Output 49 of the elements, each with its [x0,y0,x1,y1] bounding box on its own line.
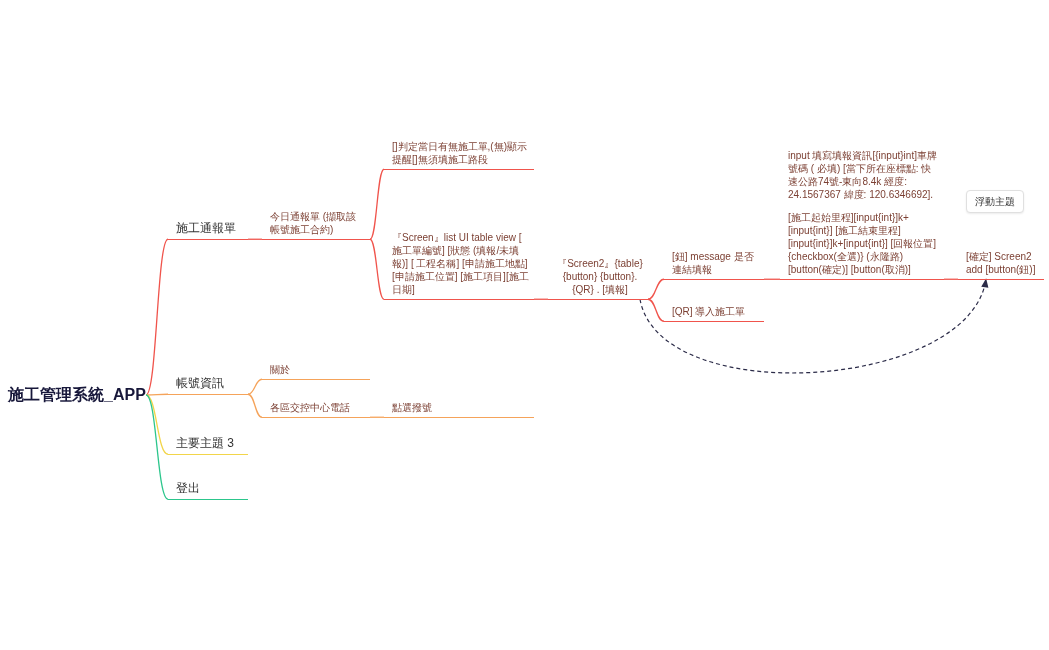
topic-label: 帳號資訊 [176,376,225,391]
branch-line [943,278,959,280]
branch-line [145,393,169,396]
topic-label: [確定] Screen2 add [button(鈕)] [966,250,1037,276]
main-topic [168,436,248,455]
central-topic: 施工管理系統_APP [8,385,146,405]
branch-line [647,278,665,300]
topic-label: 關於 [270,363,291,376]
topic-label: [施工起始里程][input{int}]k+[input{int}] [施工結束里程][input{int}]k+[input{int}] [回報位置] {checkbox(全選)} (永隆路) [button(確定)] [button(取消)] [788,211,938,276]
topic-label: 『Screen2』{table} {button} {button}. {QR} . [填報] [556,257,644,296]
branch-line [763,278,781,280]
branch-line [533,298,549,300]
subtopic [262,210,370,240]
topic-label: 各區交控中心電話 [270,401,351,414]
subtopic [958,250,1044,280]
branch-line [369,168,385,240]
floating-topic [966,190,1024,213]
subtopic [548,257,648,300]
branch-line [247,393,263,418]
topic-label: input 填寫填報資訊[{input}int]車牌號碼 ( 必填) [當下所在座標點: 快速公路74號-東向8.4k 經度: 24.1567367 緯度: 120.6346692]. [788,149,938,201]
topic-label: 『Screen』list UI table view [ 施工單編號] [狀態 (填報/未填報)] [ 工程名稱] [申請施工地點][申請施工位置] [施工項目][施工日期] [392,231,530,296]
topic-label: [鈕] message 是否連結填報 [672,250,755,276]
subtopic [664,305,764,322]
branch-line [647,298,665,322]
branch-line [145,394,169,500]
arrow [639,278,987,374]
subtopic [664,250,764,280]
topic-label: 浮動主題 [975,195,1015,208]
subtopic [384,140,534,170]
main-topic [168,221,248,240]
branch-line [247,238,263,240]
topic-label: 施工通報單 [176,221,237,236]
topic-label: []判定當日有無施工單,(無)顯示提醒[]無須填施工路段 [392,140,528,166]
subtopic [262,401,370,418]
topic-label: 主要主題 3 [176,436,235,451]
subtopic [262,363,370,380]
branch-line [145,394,169,455]
main-topic [168,481,248,500]
topic-label: 點選撥號 [392,401,433,414]
topic-label: 今日通報單 (擷取該帳號施工合約) [270,210,358,236]
topic-label: 登出 [176,481,201,496]
subtopic [384,401,534,418]
branch-line [369,238,385,300]
main-topic [168,376,248,395]
branch-line [145,238,169,396]
topic-label: [QR] 導入施工單 [672,305,747,318]
branch-line [369,416,385,418]
subtopic [780,149,944,280]
branch-line [247,378,263,395]
